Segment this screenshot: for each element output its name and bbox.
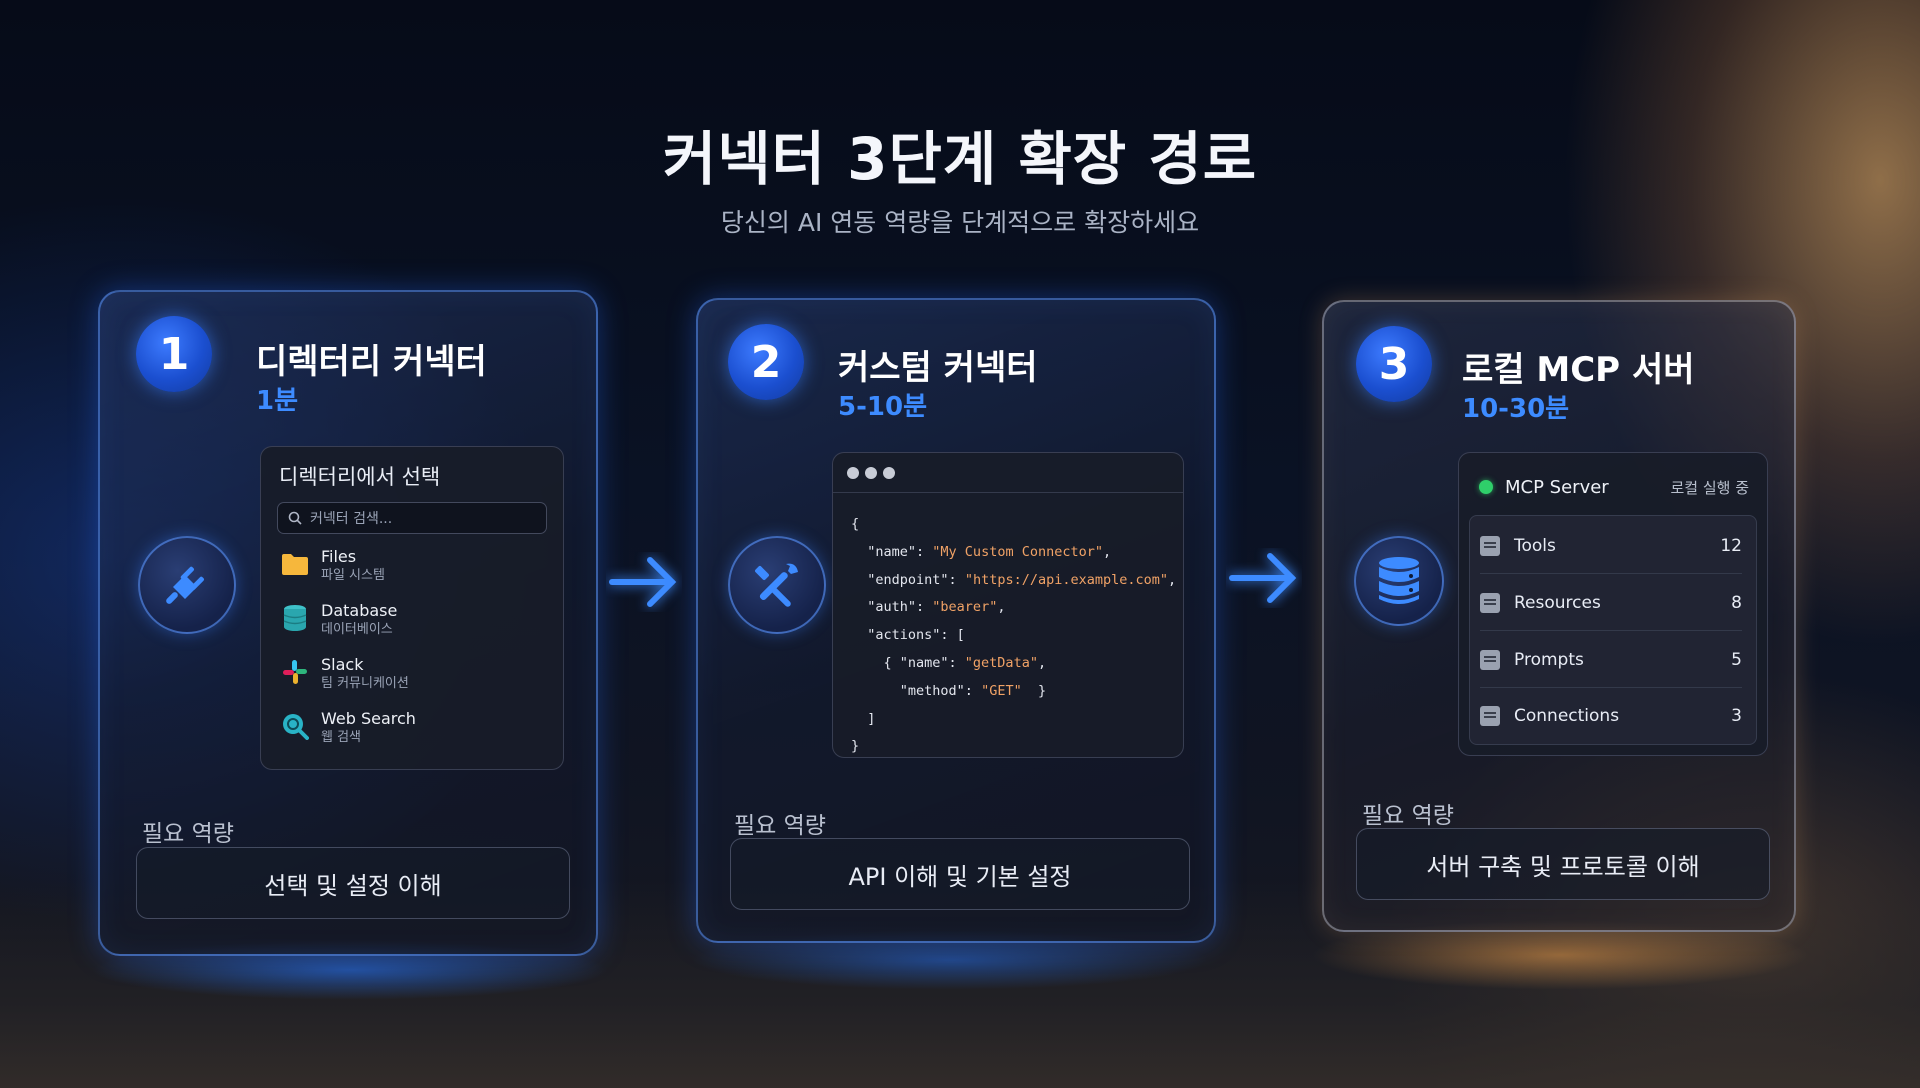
code-line: ]	[867, 710, 876, 727]
slack-icon	[281, 658, 309, 686]
arrow-right-icon	[1229, 553, 1297, 603]
table-row[interactable]: Tools 12	[1480, 518, 1742, 574]
row-count: 3	[1731, 706, 1742, 726]
list-item[interactable]: Database 데이터베이스	[281, 601, 397, 639]
directory-panel: 디렉터리에서 선택 커넥터 검색... Files 파일 시스템 Databas…	[260, 446, 564, 770]
database-icon	[281, 604, 309, 632]
step-title: 커스텀 커넥터	[838, 348, 1038, 388]
step-title: 로컬 MCP 서버	[1462, 350, 1695, 390]
list-item[interactable]: Web Search 웹 검색	[281, 709, 416, 747]
table-row[interactable]: Connections 3	[1480, 688, 1742, 744]
step-card-3[interactable]: 3 로컬 MCP 서버 10-30분 MCP Server 로컬 실행 중 To…	[1322, 300, 1796, 932]
code-line: }	[1021, 682, 1047, 699]
code-key: "endpoint":	[867, 571, 965, 588]
requirement-label: 필요 역량	[142, 821, 234, 847]
code-key: { "name":	[883, 654, 965, 671]
window-dot-icon	[847, 467, 859, 479]
json-code: { "name": "My Custom Connector", "endpoi…	[851, 516, 1177, 755]
row-label: Resources	[1514, 592, 1601, 613]
resources-icon	[1480, 592, 1500, 613]
server-icon	[1354, 536, 1444, 626]
code-string: "bearer"	[932, 599, 998, 616]
server-name: MCP Server	[1505, 476, 1609, 498]
code-key: "method":	[899, 682, 982, 699]
requirement-box: 선택 및 설정 이해	[136, 847, 570, 919]
code-line: "actions": [	[867, 627, 965, 644]
requirement-box: 서버 구축 및 프로토콜 이해	[1356, 828, 1770, 900]
folder-icon	[281, 550, 309, 578]
prompts-icon	[1480, 649, 1500, 670]
code-string: "getData"	[964, 654, 1038, 671]
connections-icon	[1480, 706, 1500, 726]
step-card-1[interactable]: 1 디렉터리 커넥터 1분 디렉터리에서 선택 커넥터 검색... Files …	[98, 290, 598, 956]
panel-title: 디렉터리에서 선택	[279, 465, 441, 489]
code-string: "https://api.example.com"	[964, 571, 1169, 588]
requirement-label: 필요 역량	[734, 813, 826, 839]
step-number-badge: 2	[728, 324, 804, 400]
item-desc: 웹 검색	[321, 730, 362, 745]
step-time: 10-30분	[1462, 394, 1570, 424]
step-title: 디렉터리 커넥터	[256, 342, 487, 382]
step-card-2[interactable]: 2 커스텀 커넥터 5-10분 { "name": "My Custom Con…	[696, 298, 1216, 943]
list-item[interactable]: Files 파일 시스템	[281, 547, 385, 585]
item-desc: 팀 커뮤니케이션	[321, 676, 409, 691]
code-string: "My Custom Connector"	[932, 543, 1103, 560]
row-count: 5	[1731, 649, 1742, 670]
row-label: Prompts	[1514, 649, 1584, 670]
step-time: 1분	[256, 386, 299, 416]
row-label: Connections	[1514, 706, 1620, 726]
web-search-icon	[281, 712, 309, 740]
mcp-server-panel: MCP Server 로컬 실행 중 Tools 12 Resources 8 …	[1458, 452, 1768, 756]
item-name: Database	[321, 601, 398, 620]
tools-icon	[728, 536, 826, 634]
requirement-box: API 이해 및 기본 설정	[730, 838, 1190, 910]
item-name: Web Search	[321, 709, 416, 728]
list-item[interactable]: Slack 팀 커뮤니케이션	[281, 655, 409, 693]
code-key: "auth":	[867, 599, 933, 616]
code-editor-panel: { "name": "My Custom Connector", "endpoi…	[832, 452, 1184, 758]
step-number-badge: 3	[1356, 326, 1432, 402]
item-name: Slack	[321, 655, 364, 674]
server-header: MCP Server 로컬 실행 중	[1479, 475, 1749, 499]
window-dot-icon	[865, 467, 877, 479]
item-name: Files	[321, 547, 357, 566]
row-count: 8	[1731, 592, 1742, 613]
table-row[interactable]: Prompts 5	[1480, 632, 1742, 688]
server-status: 로컬 실행 중	[1670, 478, 1749, 497]
status-dot-icon	[1479, 480, 1493, 494]
code-line: }	[851, 738, 860, 755]
connector-search-input[interactable]: 커넥터 검색...	[277, 502, 547, 534]
window-titlebar	[833, 453, 1183, 493]
search-placeholder: 커넥터 검색...	[310, 511, 393, 527]
page-title: 커넥터 3단계 확장 경로	[662, 125, 1258, 193]
page-subtitle: 당신의 AI 연동 역량을 단계적으로 확장하세요	[720, 208, 1200, 237]
server-resource-list: Tools 12 Resources 8 Prompts 5 Connectio…	[1469, 515, 1757, 745]
step-number-badge: 1	[136, 316, 212, 392]
code-string: "GET"	[981, 682, 1022, 699]
arrow-right-icon	[609, 557, 677, 607]
table-row[interactable]: Resources 8	[1480, 575, 1742, 631]
search-icon	[288, 511, 302, 525]
row-label: Tools	[1514, 535, 1556, 556]
requirement-label: 필요 역량	[1362, 803, 1454, 829]
item-desc: 데이터베이스	[321, 622, 393, 637]
code-line: {	[851, 516, 860, 532]
tools-list-icon	[1480, 535, 1500, 556]
item-desc: 파일 시스템	[321, 568, 385, 583]
code-key: "name":	[867, 543, 933, 560]
row-count: 12	[1720, 535, 1742, 556]
plug-icon	[138, 536, 236, 634]
window-dot-icon	[883, 467, 895, 479]
step-time: 5-10분	[838, 392, 927, 422]
